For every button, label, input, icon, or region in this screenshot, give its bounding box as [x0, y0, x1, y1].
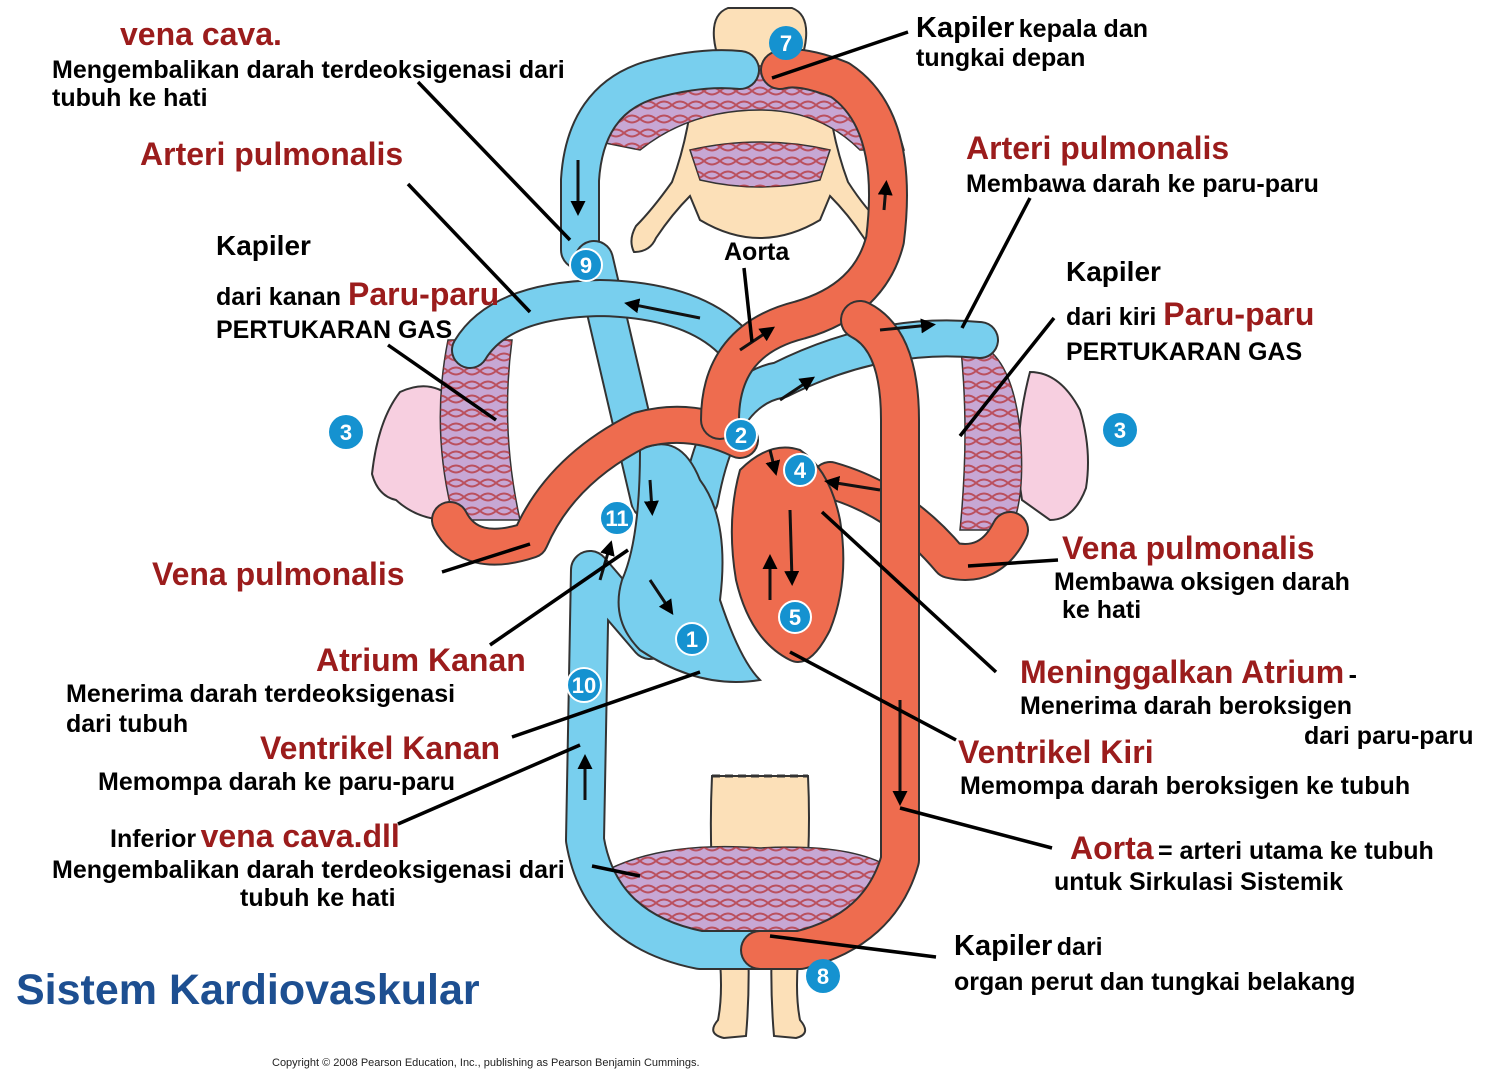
left-capillary-label: Kapiler	[1066, 256, 1161, 287]
deoxygenated-vessels	[451, 49, 999, 970]
abdominal-capillary-label: Kapiler dari	[954, 930, 1103, 963]
ivc-desc-line1: Mengembalikan darah terdeoksigenasi dari	[52, 856, 565, 884]
flow-arrows	[570, 160, 936, 806]
right-ventricle-title: Ventrikel Kanan	[260, 730, 501, 766]
svg-text:7: 7	[780, 31, 792, 56]
pulmonary-vein-right-desc1: Membawa oksigen darah	[1054, 568, 1350, 596]
badge-5: 5	[778, 600, 812, 634]
pulmonary-vein-right-title: Vena pulmonalis	[1062, 530, 1315, 566]
badge-3-right: 3	[1103, 413, 1137, 447]
diagram-title: Sistem Kardiovaskular	[16, 966, 480, 1014]
left-atrium-desc2: dari paru-paru	[1304, 722, 1474, 750]
svc-desc-line1: Mengembalikan darah terdeoksigenasi dari	[52, 56, 565, 84]
badge-1: 1	[675, 622, 709, 656]
svg-text:8: 8	[817, 964, 829, 989]
svg-text:9: 9	[580, 253, 592, 278]
left-heart	[730, 446, 845, 663]
left-atrium-dash: -	[1348, 661, 1357, 689]
right-gas-exchange: PERTUKARAN GAS	[216, 316, 453, 344]
right-lung-label: Paru-paru	[348, 276, 500, 312]
left-capillary-from: dari kiri Paru-paru	[1066, 296, 1314, 333]
pulmonary-vein-left-title: Vena pulmonalis	[152, 556, 405, 592]
svg-text:4: 4	[794, 458, 807, 483]
badge-7: 7	[769, 26, 803, 60]
left-atrium-desc1: Menerima darah beroksigen	[1020, 692, 1353, 720]
svg-text:1: 1	[686, 627, 698, 652]
abdominal-capillary-from: dari	[1056, 933, 1103, 961]
svc-title: vena cava.	[120, 16, 282, 52]
right-atrium-desc-line2: dari tubuh	[66, 710, 189, 738]
right-ventricle-desc: Memompa darah ke paru-paru	[98, 768, 456, 796]
badge-9: 9	[569, 248, 603, 282]
svg-text:3: 3	[1114, 418, 1126, 443]
ivc-prefix: Inferior	[110, 825, 197, 853]
badge-4: 4	[783, 453, 817, 487]
aorta-desc2: untuk Sirkulasi Sistemik	[1054, 868, 1343, 896]
head-capillary-desc2: tungkai depan	[916, 44, 1086, 72]
svc-desc-line2: tubuh ke hati	[52, 84, 208, 112]
left-capillary-from-text: dari kiri	[1066, 303, 1157, 331]
aorta-title: Aorta	[1070, 830, 1154, 866]
badge-8: 8	[806, 959, 840, 993]
svg-text:10: 10	[572, 673, 596, 698]
left-gas-exchange: PERTUKARAN GAS	[1066, 338, 1303, 366]
leader-lines	[387, 30, 1059, 959]
svg-text:5: 5	[789, 605, 801, 630]
svg-text:2: 2	[735, 423, 747, 448]
left-lung-capillary-bed	[959, 339, 1023, 531]
svg-text:3: 3	[340, 420, 352, 445]
head-capillary-desc1: kepala dan	[1018, 15, 1149, 43]
pulmonary-artery-right-title: Arteri pulmonalis	[966, 130, 1230, 166]
badge-10: 10	[566, 667, 602, 703]
badge-2: 2	[724, 418, 758, 452]
abdominal-capillary-title: Kapiler	[954, 930, 1053, 962]
badge-3-left: 3	[329, 415, 363, 449]
copyright-notice: Copyright © 2008 Pearson Education, Inc.…	[272, 1057, 700, 1069]
aorta-label: Aorta = arteri utama ke tubuh	[1070, 830, 1434, 867]
ivc-label: Inferior vena cava.dll	[110, 818, 400, 855]
aorta-desc1: = arteri utama ke tubuh	[1158, 837, 1434, 865]
badge-11: 11	[599, 500, 635, 536]
right-capillary-from: dari kanan Paru-paru	[216, 276, 499, 313]
right-atrium-title: Atrium Kanan	[316, 642, 526, 678]
right-capillary-label: Kapiler	[216, 230, 311, 261]
ivc-desc-line2: tubuh ke hati	[240, 884, 396, 912]
ivc-title: vena cava.dll	[200, 818, 400, 854]
left-atrium-title: Meninggalkan Atrium	[1020, 654, 1345, 690]
abdominal-capillary-desc: organ perut dan tungkai belakang	[954, 968, 1356, 996]
pulmonary-artery-right-desc: Membawa darah ke paru-paru	[966, 170, 1319, 198]
head-capillary-title: Kapiler	[916, 12, 1015, 44]
pulmonary-vein-right-desc2: ke hati	[1062, 596, 1142, 624]
svg-text:11: 11	[605, 506, 628, 531]
left-lung-label: Paru-paru	[1163, 296, 1315, 332]
right-atrium-desc-line1: Menerima darah terdeoksigenasi	[66, 680, 456, 708]
left-lung	[1017, 370, 1089, 522]
left-atrium-label: Meninggalkan Atrium -	[1020, 654, 1357, 691]
head-capillary-label: Kapiler kepala dan	[916, 12, 1148, 45]
right-lung-capillary-bed	[439, 339, 521, 521]
pulmonary-artery-left-title: Arteri pulmonalis	[140, 136, 404, 172]
right-capillary-from-text: dari kanan	[216, 283, 342, 311]
left-ventricle-desc: Memompa darah beroksigen ke tubuh	[960, 772, 1411, 800]
aorta-small-label: Aorta	[724, 238, 790, 266]
left-ventricle-title: Ventrikel Kiri	[958, 734, 1154, 770]
